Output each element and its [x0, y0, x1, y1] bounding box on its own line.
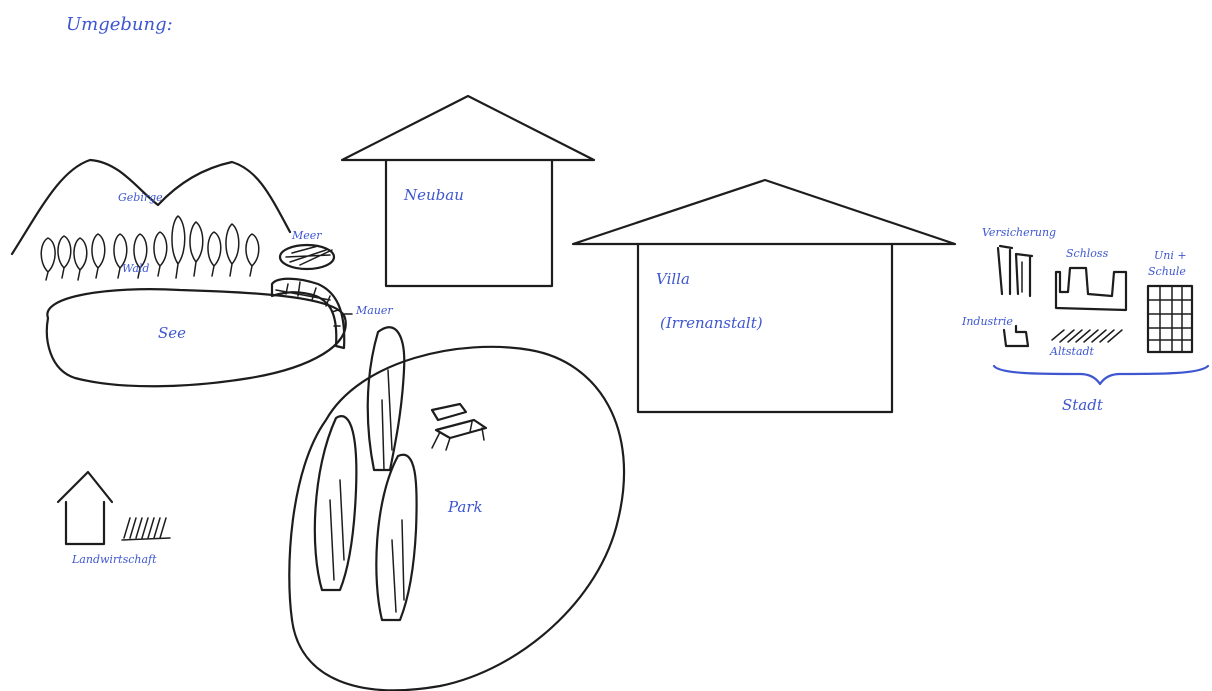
- label-park: Park: [448, 498, 483, 516]
- castle-drawing: [1054, 266, 1128, 312]
- title-umgebung: Umgebung:: [66, 14, 173, 35]
- mountains-drawing: [10, 158, 292, 256]
- park-bench: [430, 402, 488, 451]
- industry-drawing: [1002, 324, 1030, 348]
- sea-drawing: [278, 243, 336, 271]
- neubau-house: [340, 94, 596, 288]
- label-stadt: Stadt: [1062, 396, 1103, 414]
- old-town-hatching: [1051, 329, 1123, 343]
- villa-house: [571, 178, 957, 414]
- label-schule: Schule: [1148, 265, 1186, 278]
- label-schloss: Schloss: [1066, 247, 1109, 260]
- farm-house: [56, 470, 171, 546]
- label-gebirge: Gebirge: [118, 191, 163, 204]
- park-outline: [288, 345, 626, 691]
- park-trees: [313, 326, 418, 622]
- lake-outline: [45, 288, 347, 388]
- label-wald: Wald: [122, 262, 150, 275]
- label-landwirtschaft: Landwirtschaft: [72, 553, 157, 566]
- label-see: See: [158, 324, 187, 342]
- label-industrie: Industrie: [962, 315, 1013, 328]
- label-mauer: Mauer: [356, 304, 393, 317]
- label-villa: Villa: [656, 270, 690, 288]
- label-altstadt: Altstadt: [1050, 345, 1094, 358]
- forest-trees: [40, 215, 260, 281]
- insurance-towers: [996, 244, 1034, 298]
- university-building: [1146, 284, 1194, 354]
- label-uni: Uni +: [1154, 249, 1187, 262]
- label-versicherung: Versicherung: [982, 226, 1057, 239]
- label-meer: Meer: [292, 229, 322, 242]
- label-neubau: Neubau: [404, 186, 464, 204]
- wall-drawing: [270, 277, 353, 350]
- label-irrenanstalt: (Irrenanstalt): [660, 314, 763, 332]
- city-brace: [992, 364, 1210, 386]
